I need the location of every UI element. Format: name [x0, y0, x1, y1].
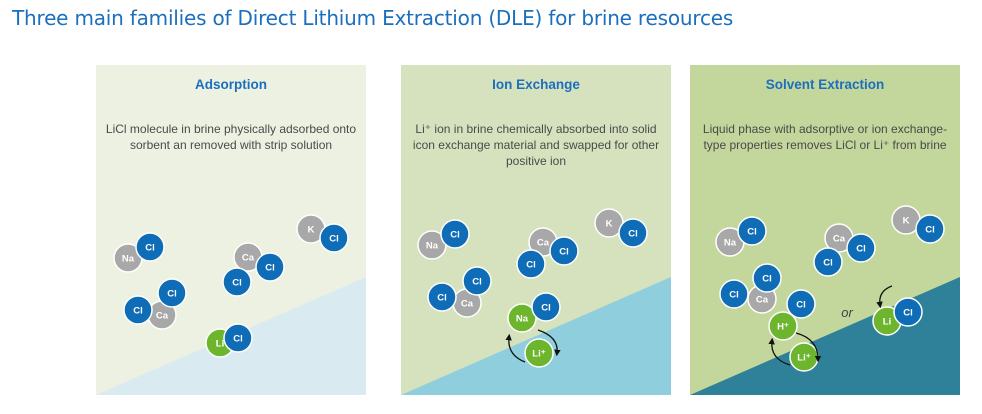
exchange-arrow [537, 329, 561, 357]
exchange-arrow [505, 333, 526, 363]
atom-label: Cl [145, 243, 155, 254]
atom-label: Li [216, 339, 224, 350]
atom-label: Cl [762, 274, 772, 285]
atom-cl: Cl [319, 223, 349, 253]
atom-cl: Cl [255, 252, 285, 282]
atom-label: Cl [747, 227, 757, 238]
panel-description: Li⁺ ion in brine chemically absorbed int… [412, 122, 660, 168]
atom-label: Ca [537, 238, 550, 249]
atom-cl: Cl [846, 233, 876, 263]
atom-label: Cl [796, 300, 806, 311]
atom-label: Cl [472, 277, 482, 288]
atom-na: Na [507, 303, 537, 333]
exchange-arrow [768, 337, 791, 366]
atom-label: Cl [628, 229, 638, 240]
atom-cl: Cl [531, 292, 561, 322]
atom-label: Cl [541, 303, 551, 314]
atom-label: Cl [133, 306, 143, 317]
panel-title: Solvent Extraction [765, 77, 885, 92]
panel-title: Adsorption [195, 77, 267, 92]
atom-label: Li⁺ [532, 349, 545, 360]
sorbent-area [690, 277, 960, 395]
atom-label: Cl [450, 230, 460, 241]
atom-label: Cl [233, 334, 243, 345]
atom-cl: Cl [719, 279, 749, 309]
atom-ca: Ca [824, 223, 854, 253]
atom-cl: Cl [516, 249, 546, 279]
panel-description: Liquid phase with adsorptive or ion exch… [702, 122, 948, 152]
atom-label: Na [426, 241, 439, 252]
atom-cl: Cl [813, 247, 843, 277]
atom-label: Cl [925, 225, 935, 236]
atom-label: Cl [167, 289, 177, 300]
atom-cl: Cl [752, 263, 782, 293]
atom-cl: Cl [157, 278, 187, 308]
atom-li: Li⁺ [524, 338, 554, 368]
atom-cl: Cl [462, 266, 492, 296]
atom-h: H⁺ [768, 311, 798, 341]
atom-label: H⁺ [777, 322, 789, 333]
atom-label: Li⁺ [797, 353, 810, 364]
or-label: or [841, 305, 853, 320]
atom-label: Cl [856, 244, 866, 255]
atom-cl: Cl [549, 236, 579, 266]
atom-label: Ca [242, 253, 255, 264]
atom-li: Li⁺ [789, 342, 819, 372]
atom-cl: Cl [440, 219, 470, 249]
atom-label: Ca [461, 299, 474, 310]
atom-cl: Cl [123, 295, 153, 325]
atom-cl: Cl [135, 232, 165, 262]
atom-label: Cl [903, 308, 913, 319]
atom-k: K [891, 205, 921, 235]
atom-cl: Cl [618, 218, 648, 248]
atom-label: Na [516, 314, 529, 325]
atom-cl: Cl [223, 323, 253, 353]
atom-label: Ca [756, 295, 769, 306]
page-title: Three main families of Direct Lithium Ex… [12, 6, 734, 30]
panel-title: Ion Exchange [492, 77, 580, 92]
atom-cl: Cl [427, 282, 457, 312]
exchange-arrow [876, 285, 893, 309]
atom-label: Na [724, 238, 737, 249]
atom-label: Cl [559, 247, 569, 258]
atom-cl: Cl [222, 267, 252, 297]
atom-label: Na [122, 254, 135, 265]
atom-label: K [903, 216, 910, 227]
atom-label: Ca [156, 311, 169, 322]
atom-cl: Cl [737, 216, 767, 246]
atom-cl: Cl [893, 297, 923, 327]
atom-cl: Cl [915, 214, 945, 244]
panel-description: LiCl molecule in brine physically adsorb… [105, 122, 357, 152]
atom-cl: Cl [786, 289, 816, 319]
sorbent-area [401, 277, 671, 395]
atom-label: Cl [329, 234, 339, 245]
atom-label: Cl [526, 260, 536, 271]
atom-label: Cl [823, 258, 833, 269]
atom-label: Cl [265, 263, 275, 274]
atom-label: Ca [833, 234, 846, 245]
atom-label: K [308, 225, 315, 236]
atom-label: Cl [437, 293, 447, 304]
atom-k: K [296, 214, 326, 244]
exchange-arrow [795, 332, 822, 363]
atom-label: Cl [729, 290, 739, 301]
atom-label: K [606, 219, 613, 230]
atom-label: Li [883, 317, 891, 328]
atom-label: Cl [232, 278, 242, 289]
